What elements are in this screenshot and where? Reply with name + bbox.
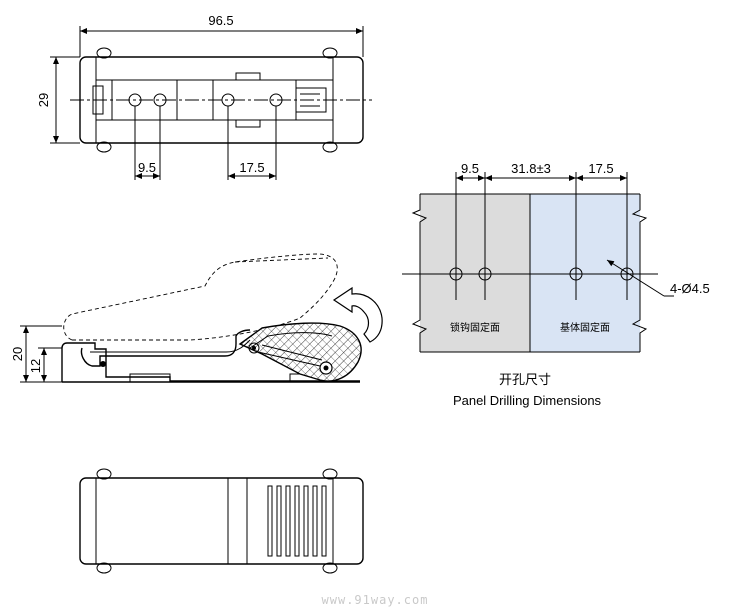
bottom-view-body bbox=[79, 477, 364, 565]
pivot bbox=[248, 342, 260, 354]
bottom-view-bump bbox=[322, 468, 338, 480]
latch-hook bbox=[80, 329, 251, 367]
left-panel-label: 锁钩固定面 bbox=[450, 321, 500, 334]
bottom-view-bump bbox=[96, 468, 112, 480]
bottom-view-bump bbox=[96, 562, 112, 574]
hole-callout: 4-Ø4.5 bbox=[670, 281, 710, 296]
drill-dim-c: 17.5 bbox=[588, 161, 613, 176]
dim-hole-spacing-left: 9.5 bbox=[138, 160, 156, 175]
hook-mount-panel bbox=[420, 194, 530, 352]
grip-ribs bbox=[267, 485, 327, 557]
drill-dim-b: 31.8±3 bbox=[511, 161, 551, 176]
drilling-title-cn: 开孔尺寸 bbox=[499, 373, 551, 388]
side-view: 20 12 bbox=[10, 253, 383, 383]
drilling-title-en: Panel Drilling Dimensions bbox=[453, 393, 602, 408]
top-view-bump bbox=[322, 141, 338, 153]
top-view-bump bbox=[96, 141, 112, 153]
panel-drilling-diagram: 9.5 31.8±3 17.5 4-Ø4.5 锁钩固定面 基体固定面 开孔尺寸 … bbox=[402, 161, 710, 408]
rotation-arrow bbox=[332, 286, 383, 343]
bottom-view bbox=[79, 468, 364, 574]
base-mount-panel bbox=[530, 194, 640, 352]
rivet bbox=[100, 361, 106, 367]
dim-height-total: 20 bbox=[10, 347, 25, 361]
dim-hole-spacing-right: 17.5 bbox=[239, 160, 264, 175]
right-panel-label: 基体固定面 bbox=[560, 321, 610, 334]
dim-height: 29 bbox=[36, 93, 51, 107]
top-view-bump bbox=[322, 47, 338, 59]
top-view-bump bbox=[96, 47, 112, 59]
dim-overall-width: 96.5 bbox=[208, 13, 233, 28]
top-view: 96.5 29 9.5 17.5 bbox=[36, 13, 372, 180]
drill-dim-a: 9.5 bbox=[461, 161, 479, 176]
open-position-outline bbox=[63, 253, 338, 341]
bottom-view-bump bbox=[322, 562, 338, 574]
watermark: www.91way.com bbox=[322, 593, 429, 607]
base-plate-side bbox=[61, 342, 360, 382]
dim-height-body: 12 bbox=[28, 359, 43, 373]
